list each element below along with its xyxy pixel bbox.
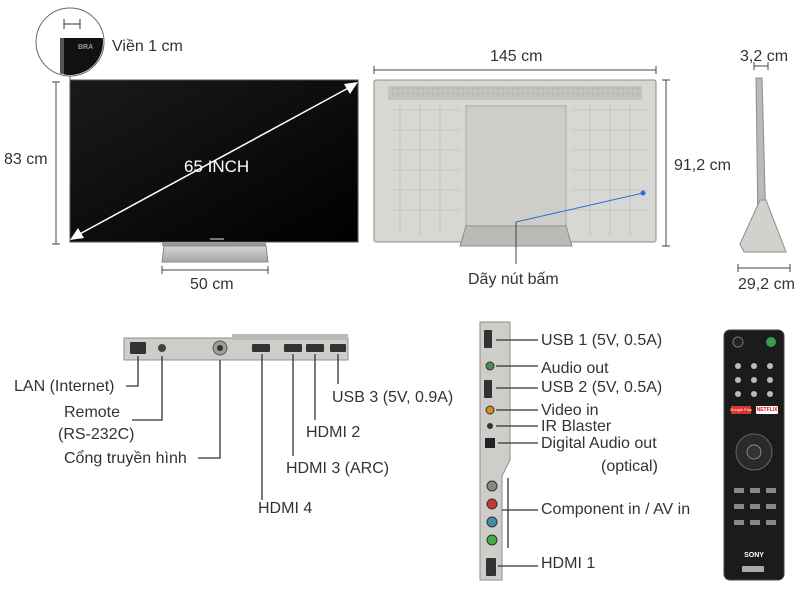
ir-blaster-label: IR Blaster (541, 418, 612, 435)
stand-width-label: 50 cm (190, 276, 234, 293)
google-play-logo: Google Play (730, 407, 752, 412)
stand-depth-label: 29,2 cm (738, 276, 795, 293)
rear-port-panel (123, 334, 349, 361)
remote-control (723, 329, 785, 581)
antenna-port-label: Cổng truyền hình (64, 450, 187, 467)
video-in-label: Video in (541, 402, 599, 419)
remote-port-label: Remote (64, 404, 121, 421)
audio-out-label: Audio out (541, 360, 609, 377)
bezel-brand-logo: BRA (78, 44, 94, 51)
lan-port-label: LAN (Internet) (14, 378, 115, 395)
depth-label: 3,2 cm (740, 48, 789, 65)
width-label: 145 cm (490, 48, 543, 65)
tv-back-view (373, 79, 657, 264)
digital-audio-sublabel: (optical) (601, 458, 658, 475)
hdmi2-label: HDMI 2 (306, 424, 361, 441)
hdmi1-label: HDMI 1 (541, 555, 596, 572)
hdmi3-label: HDMI 3 (ARC) (286, 460, 390, 477)
component-label: Component in / AV in (541, 501, 691, 518)
side-port-panel (479, 321, 511, 581)
bezel-label: Viền 1 cm (112, 38, 183, 55)
usb1-label: USB 1 (5V, 0.5A) (541, 332, 663, 349)
sony-logo: SONY (744, 552, 764, 559)
screen-size-label: 65 INCH (184, 157, 250, 176)
tv-side-view (739, 77, 787, 253)
tv-front-view (69, 79, 359, 263)
button-strip-label: Dãy nút bấm (468, 271, 559, 288)
digital-audio-label: Digital Audio out (541, 435, 657, 452)
netflix-logo: NETFLIX (756, 407, 778, 413)
height-stand-label: 83 cm (4, 151, 48, 168)
remote-port-sublabel: (RS-232C) (58, 426, 135, 443)
height-label: 91,2 cm (674, 157, 731, 174)
usb2-label: USB 2 (5V, 0.5A) (541, 379, 663, 396)
usb3-label: USB 3 (5V, 0.9A) (332, 389, 454, 406)
hdmi4-label: HDMI 4 (258, 500, 313, 517)
